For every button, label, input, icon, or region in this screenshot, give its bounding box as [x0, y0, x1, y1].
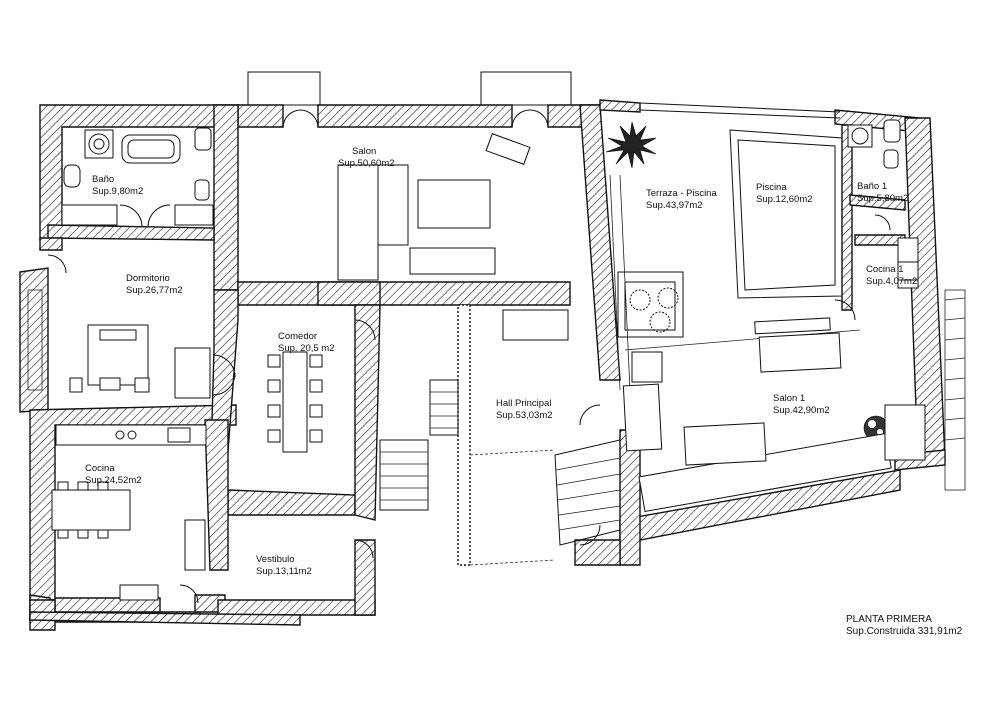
room-area-comedor: Sup. 20,5 m2: [278, 343, 335, 354]
terraza-piscina: [609, 102, 861, 391]
room-area-hall: Sup.53,03m2: [496, 410, 553, 421]
room-area-salon: Sup.50,60m2: [338, 158, 395, 169]
room-label-salon: Salon: [352, 146, 376, 157]
room-labels: Baño Sup.9,80m2 Dormitorio Sup.26,77m2 C…: [85, 146, 917, 577]
exterior-walls: [19, 99, 946, 631]
room-area-terraza: Sup.43,97m2: [646, 200, 703, 211]
salon1-furniture: [622, 383, 926, 513]
room-area-vestibulo: Sup.13,11m2: [256, 566, 312, 577]
room-label-comedor: Comedor: [278, 331, 317, 342]
cocina-furniture: [51, 424, 207, 601]
room-label-bano1: Baño 1: [857, 181, 887, 192]
room-area-cocina1: Sup.4,07m2: [866, 276, 917, 287]
room-label-hall: Hall Principal: [496, 398, 551, 409]
built-area: Sup.Construida 331,91m2: [846, 626, 963, 637]
room-label-salon1: Salon 1: [773, 393, 805, 404]
room-area-cocina: Sup.24,52m2: [85, 475, 142, 486]
room-area-salon1: Sup.42,90m2: [773, 405, 830, 416]
bano1-fixtures: [847, 119, 919, 289]
plan-title: PLANTA PRIMERA: [846, 614, 932, 625]
doors: [47, 109, 891, 604]
balconies: [27, 71, 966, 491]
room-area-dormitorio: Sup.26,77m2: [126, 285, 183, 296]
room-label-cocina1: Cocina 1: [866, 264, 904, 275]
room-label-terraza: Terraza - Piscina: [646, 188, 717, 199]
room-label-vestibulo: Vestibulo: [256, 554, 295, 565]
plant-icon: [629, 287, 679, 333]
stairs: [379, 379, 621, 566]
room-area-bano1: Sup.5,80m2: [857, 193, 908, 204]
room-label-cocina: Cocina: [85, 463, 115, 474]
salon-furniture: [337, 133, 531, 281]
room-area-bano: Sup.9,80m2: [92, 186, 143, 197]
room-area-piscina: Sup.12,60m2: [756, 194, 813, 205]
room-label-dormitorio: Dormitorio: [126, 273, 170, 284]
room-label-piscina: Piscina: [756, 182, 787, 193]
comedor-furniture: [267, 351, 323, 453]
dormitorio-furniture: [69, 324, 211, 399]
bano-fixtures: [61, 127, 214, 226]
room-label-bano: Baño: [92, 174, 114, 185]
plant-icon: [605, 121, 657, 169]
plan-legend: PLANTA PRIMERA Sup.Construida 331,91m2: [846, 614, 963, 637]
hall-furniture: [502, 309, 569, 341]
